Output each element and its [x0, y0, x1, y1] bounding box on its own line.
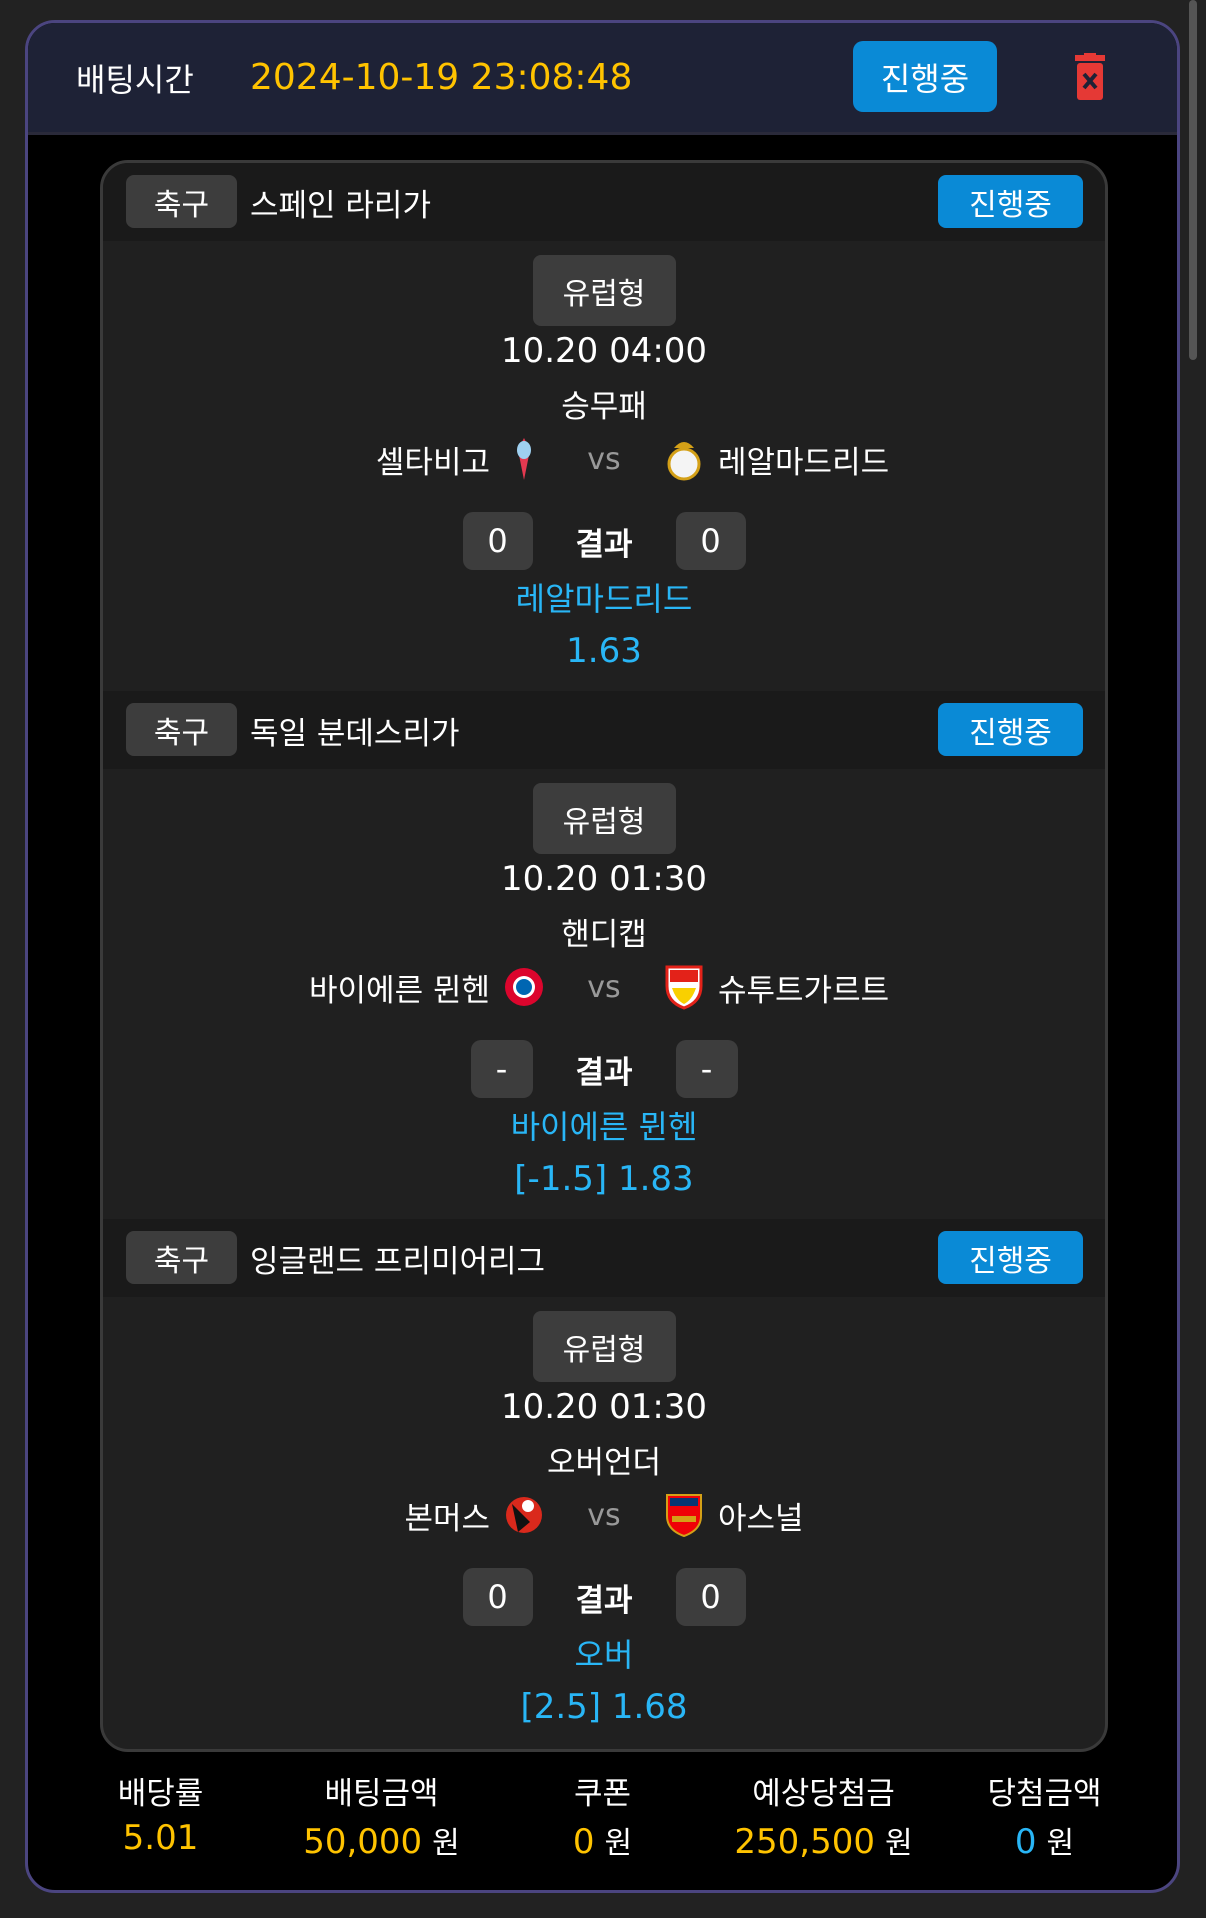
match-time: 10.20 04:00: [500, 331, 708, 371]
league-header: 축구 잉글랜드 프리미어리그 진행중: [103, 1219, 1105, 1297]
summary-unit: 원: [432, 1826, 460, 1861]
away-team-name: 레알마드리드: [718, 444, 890, 481]
summary-expected-win: 예상당첨금 250,500 원: [713, 1768, 934, 1862]
away-team-logo-icon: [664, 436, 704, 482]
summary-label: 당첨금액: [987, 1776, 1102, 1812]
away-score: 0: [675, 512, 746, 570]
pick-odds: [-1.5] 1.83: [514, 1159, 694, 1199]
home-team-name: 바이에른 뮌헨: [309, 972, 490, 1009]
bet-list: 축구 스페인 라리가 진행중 유럽형 10.20 04:00 승무패 셀타비고 …: [100, 160, 1108, 1752]
summary-number: 5.01: [122, 1818, 199, 1858]
market-name: 승무패: [561, 389, 647, 425]
bet-slip: 배팅시간 2024-10-19 23:08:48 진행중 축구 스페인 라리가 …: [25, 20, 1180, 1893]
away-team-name: 슈투트가르트: [718, 972, 890, 1009]
bet-time-label: 배팅시간: [76, 60, 194, 99]
selected-pick: 바이에른 뮌헨: [510, 1108, 698, 1146]
delete-button[interactable]: [1073, 53, 1107, 101]
bet-item: 유럽형 10.20 01:30 오버언더 본머스 vs 아스널 0 결과 0 오…: [103, 1297, 1105, 1747]
home-score: -: [470, 1040, 533, 1098]
odds-type-badge: 유럽형: [532, 783, 676, 854]
match-time: 10.20 01:30: [500, 859, 708, 899]
bet-item: 유럽형 10.20 01:30 핸디캡 바이에른 뮌헨 vs 슈투트가르트 - …: [103, 769, 1105, 1219]
status-badge: 진행중: [938, 175, 1083, 228]
summary-odds: 배당률 5.01: [50, 1768, 271, 1862]
selected-pick: 오버: [574, 1636, 634, 1674]
selected-pick: 레알마드리드: [515, 580, 693, 618]
vs-label: vs: [587, 969, 621, 1005]
bet-header: 배팅시간 2024-10-19 23:08:48 진행중: [28, 23, 1177, 135]
summary-label: 예상당첨금: [752, 1776, 895, 1812]
score-row: 0 결과 0: [462, 512, 746, 570]
status-badge: 진행중: [853, 41, 997, 112]
odds-type-badge: 유럽형: [532, 1311, 676, 1382]
match-teams: 바이에른 뮌헨 vs 슈투트가르트: [103, 959, 1105, 1015]
vs-label: vs: [587, 1497, 621, 1533]
summary-value: 50,000 원: [271, 1818, 492, 1862]
away-team-logo-icon: [664, 1492, 704, 1538]
league-header: 축구 독일 분데스리가 진행중: [103, 691, 1105, 769]
bet-datetime: 2024-10-19 23:08:48: [250, 57, 633, 98]
trash-icon: [1075, 53, 1105, 100]
score-row: 0 결과 0: [462, 1568, 746, 1626]
summary-number: 50,000: [303, 1822, 423, 1862]
match-time: 10.20 01:30: [500, 1387, 708, 1427]
result-label: 결과: [575, 1054, 633, 1091]
sport-badge: 축구: [126, 175, 237, 228]
home-team-logo-icon: [504, 436, 544, 482]
status-badge: 진행중: [938, 1231, 1083, 1284]
status-badge: 진행중: [938, 703, 1083, 756]
league-name: 스페인 라리가: [250, 187, 431, 224]
summary-value: 250,500 원: [713, 1818, 934, 1862]
summary-number: 0: [1014, 1822, 1037, 1862]
home-team-name: 본머스: [404, 1500, 490, 1537]
away-score: -: [675, 1040, 738, 1098]
scrollbar[interactable]: [1189, 0, 1197, 360]
sport-badge: 축구: [126, 703, 237, 756]
pick-odds: 1.63: [566, 631, 642, 671]
summary-label: 쿠폰: [573, 1776, 632, 1812]
summary-label: 배팅금액: [324, 1776, 439, 1812]
away-score: 0: [675, 1568, 746, 1626]
summary-bet-amount: 배팅금액 50,000 원: [271, 1768, 492, 1862]
league-header: 축구 스페인 라리가 진행중: [103, 163, 1105, 241]
vs-label: vs: [587, 441, 621, 477]
market-name: 핸디캡: [561, 917, 647, 953]
result-label: 결과: [575, 526, 633, 563]
away-team-name: 아스널: [718, 1500, 804, 1537]
score-row: - 결과 -: [470, 1040, 738, 1098]
summary-unit: 원: [604, 1826, 633, 1861]
home-score: 0: [462, 512, 533, 570]
sport-badge: 축구: [126, 1231, 237, 1284]
home-team-logo-icon: [504, 1492, 544, 1538]
summary-label: 배당률: [117, 1776, 204, 1812]
summary-number: 0: [572, 1822, 595, 1862]
match-teams: 본머스 vs 아스널: [103, 1487, 1105, 1543]
away-team-logo-icon: [664, 964, 704, 1010]
odds-type-badge: 유럽형: [532, 255, 676, 326]
summary-value: 5.01: [50, 1818, 271, 1858]
market-name: 오버언더: [546, 1445, 662, 1481]
home-score: 0: [462, 1568, 533, 1626]
summary-number: 250,500: [734, 1822, 875, 1862]
home-team-logo-icon: [504, 964, 544, 1010]
league-name: 잉글랜드 프리미어리그: [250, 1243, 546, 1280]
home-team-name: 셀타비고: [375, 444, 490, 481]
result-label: 결과: [575, 1582, 633, 1619]
league-name: 독일 분데스리가: [250, 715, 460, 752]
pick-odds: [2.5] 1.68: [520, 1687, 688, 1727]
summary-unit: 원: [885, 1826, 913, 1861]
bet-item: 유럽형 10.20 04:00 승무패 셀타비고 vs 레알마드리드 0 결과 …: [103, 241, 1105, 691]
summary-unit: 원: [1046, 1826, 1075, 1861]
match-teams: 셀타비고 vs 레알마드리드: [103, 431, 1105, 487]
